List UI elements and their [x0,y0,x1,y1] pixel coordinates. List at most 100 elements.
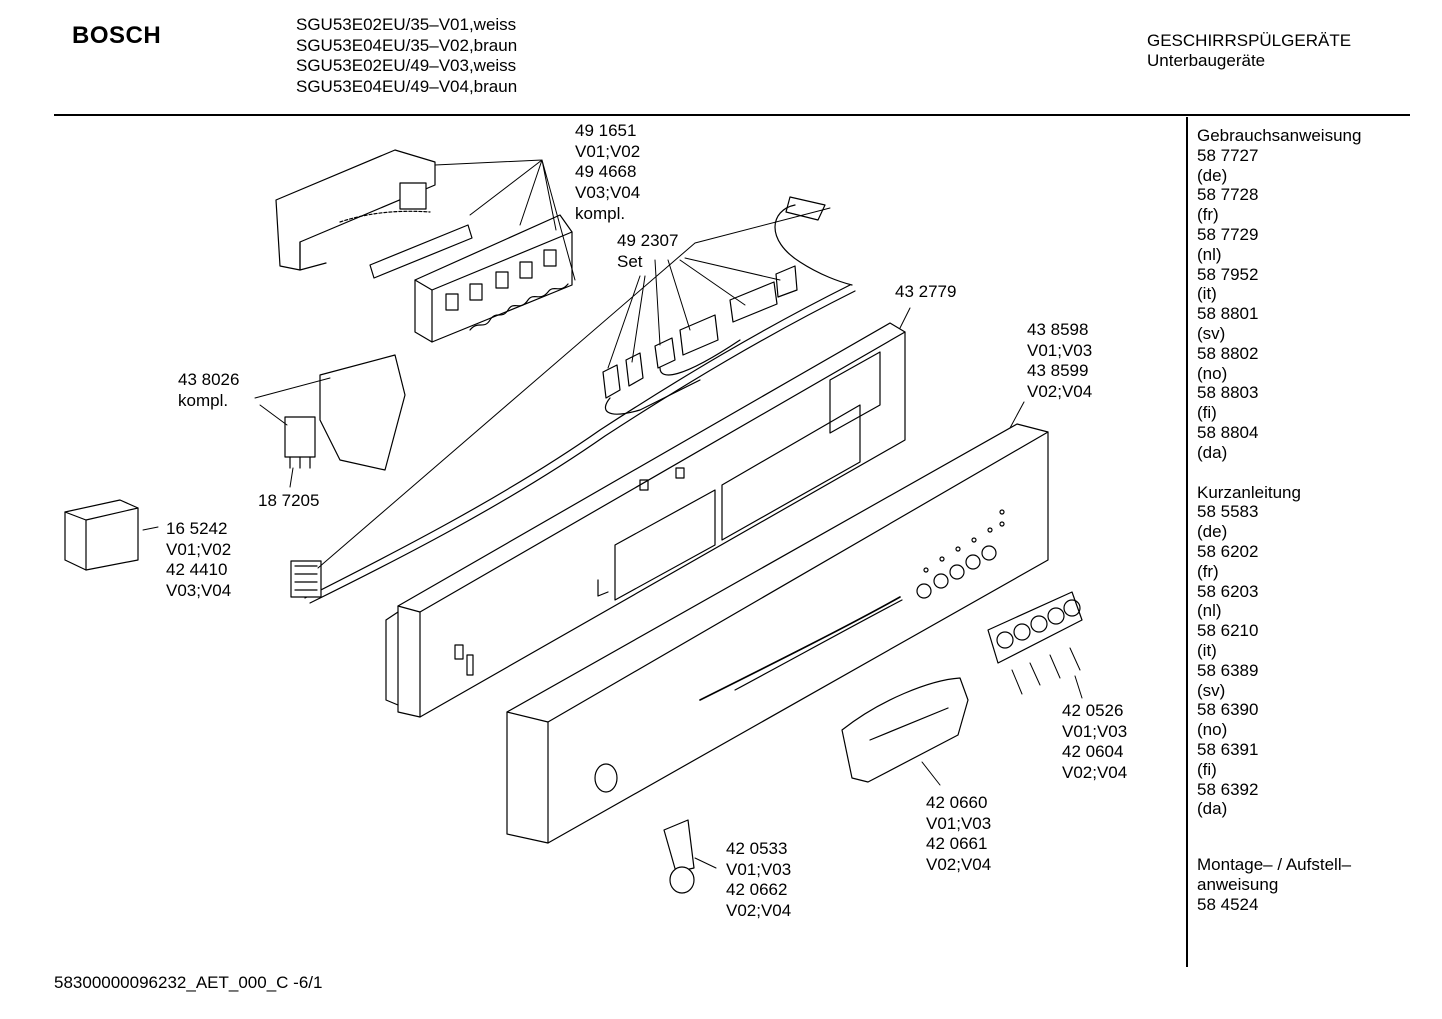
sidebar-line: (no) [1197,720,1228,740]
model-line: SGU53E02EU/49–V03,weiss [296,56,517,75]
label-line: V01;V03 [926,813,992,833]
door-switch [284,354,406,471]
part-label-438598: 43 8598 V01;V03 43 8599 V02;V04 [1027,320,1092,403]
manual-group-quick: Kurzanleitung 58 5583 (de) 58 6202 (fr) … [1197,483,1427,820]
label-line: 16 5242 [166,519,228,538]
label-line: V02;V04 [926,855,992,875]
sidebar-line: 58 8802 [1197,343,1259,363]
label-line: 42 0533 [726,839,788,858]
sidebar-line: (it) [1197,640,1217,660]
sidebar-line: (da) [1197,799,1228,819]
sidebar-line: 58 6389 [1197,660,1259,680]
model-line: SGU53E02EU/35–V01,weiss [296,15,517,34]
part-label-432779: 43 2779 [895,282,956,303]
document-sidebar: Gebrauchsanweisung 58 7727 (de) 58 7728 … [1197,126,1427,934]
label-line: V03;V04 [166,581,232,601]
sidebar-line: (no) [1197,363,1228,383]
header-divider [54,114,1410,116]
part-label-420660: 42 0660 V01;V03 42 0661 V02;V04 [926,793,991,876]
sidebar-line: 58 8803 [1197,383,1259,403]
sidebar-line: (nl) [1197,601,1222,621]
appliance-category: GESCHIRRSPÜLGERÄTE Unterbaugeräte [1147,31,1351,71]
sidebar-line: (it) [1197,284,1217,304]
sidebar-line: 58 6210 [1197,621,1259,641]
label-line: 43 8598 [1027,320,1089,339]
sidebar-line: 58 4524 [1197,894,1259,914]
sidebar-line: (fi) [1197,403,1217,423]
sidebar-line: 58 6203 [1197,581,1259,601]
category-title: GESCHIRRSPÜLGERÄTE [1147,31,1352,50]
label-line: 42 0661 [926,834,988,854]
label-line: V02;V04 [726,901,792,921]
part-label-165242: 16 5242 V01;V02 42 4410 V03;V04 [166,519,231,602]
sidebar-line: 58 8804 [1197,422,1259,442]
label-line: 43 2779 [895,282,957,301]
label-line: kompl. [178,390,229,410]
sidebar-line: 58 7952 [1197,264,1259,284]
sidebar-line: (sv) [1197,680,1226,700]
sidebar-line: 58 6202 [1197,541,1259,561]
sidebar-line: (nl) [1197,244,1222,264]
connector-block [64,499,139,571]
sidebar-line: (sv) [1197,323,1226,343]
label-line: 43 8026 [178,370,240,389]
sidebar-line: 58 5583 [1197,502,1259,522]
front-panel [506,423,1049,844]
label-line: 42 0526 [1062,701,1124,720]
label-line: 42 0604 [1062,742,1124,762]
sidebar-line: (fr) [1197,561,1219,581]
sidebar-line: (da) [1197,442,1228,462]
category-subtitle: Unterbaugeräte [1147,51,1266,70]
sidebar-line: 58 6390 [1197,700,1259,720]
electronic-module [275,149,573,343]
part-label-438026: 43 8026 kompl. [178,370,239,411]
sidebar-line: (fi) [1197,759,1217,779]
sidebar-line: 58 8801 [1197,304,1259,324]
wiring-harness [290,196,856,604]
button-set [987,591,1083,664]
label-line: Set [617,251,643,271]
label-line: kompl. [575,203,626,223]
model-line: SGU53E04EU/49–V04,braun [296,76,518,96]
label-line: 43 8599 [1027,361,1089,381]
sidebar-line: Montage– / Aufstell– [1197,855,1352,875]
sidebar-line: (de) [1197,165,1228,185]
sidebar-line: (de) [1197,522,1228,542]
sidebar-line: Kurzanleitung [1197,482,1301,502]
part-label-492307: 49 2307 Set [617,231,678,272]
label-line: V03;V04 [575,183,641,203]
sidebar-line: 58 7728 [1197,185,1259,205]
label-line: 49 2307 [617,231,679,250]
label-line: 49 1651 [575,121,637,140]
label-line: 49 4668 [575,162,637,182]
part-label-491651: 49 1651 V01;V02 49 4668 V03;V04 kompl. [575,121,640,225]
sidebar-line: 58 6392 [1197,779,1259,799]
part-label-187205: 18 7205 [258,491,319,512]
model-list: SGU53E02EU/35–V01,weiss SGU53E04EU/35–V0… [296,15,517,97]
manual-group-install: Montage– / Aufstell– anweisung 58 4524 [1197,855,1427,914]
sidebar-line: 58 7727 [1197,145,1259,165]
label-line: V01;V03 [1062,721,1128,741]
label-line: V02;V04 [1027,382,1093,402]
brand-logo: BOSCH [72,22,162,49]
panel-frame [385,322,906,718]
sidebar-line: 58 7729 [1197,224,1259,244]
label-line: V02;V04 [1062,763,1128,783]
part-label-420533: 42 0533 V01;V03 42 0662 V02;V04 [726,839,791,922]
sidebar-divider [1186,117,1188,967]
sidebar-line: (fr) [1197,205,1219,225]
manual-group-usage: Gebrauchsanweisung 58 7727 (de) 58 7728 … [1197,126,1427,463]
part-label-420526: 42 0526 V01;V03 42 0604 V02;V04 [1062,701,1127,784]
sidebar-line: 58 6391 [1197,739,1259,759]
label-line: 18 7205 [258,491,320,510]
document-id: 58300000096232_AET_000_C -6/1 [54,973,323,992]
label-line: V01;V02 [166,539,232,559]
label-line: 42 0662 [726,880,788,900]
door-handle [841,677,969,783]
model-line: SGU53E04EU/35–V02,braun [296,35,518,55]
label-line: V01;V03 [1027,340,1093,360]
program-knob [663,819,695,894]
label-line: 42 4410 [166,560,228,580]
label-line: V01;V03 [726,859,792,879]
